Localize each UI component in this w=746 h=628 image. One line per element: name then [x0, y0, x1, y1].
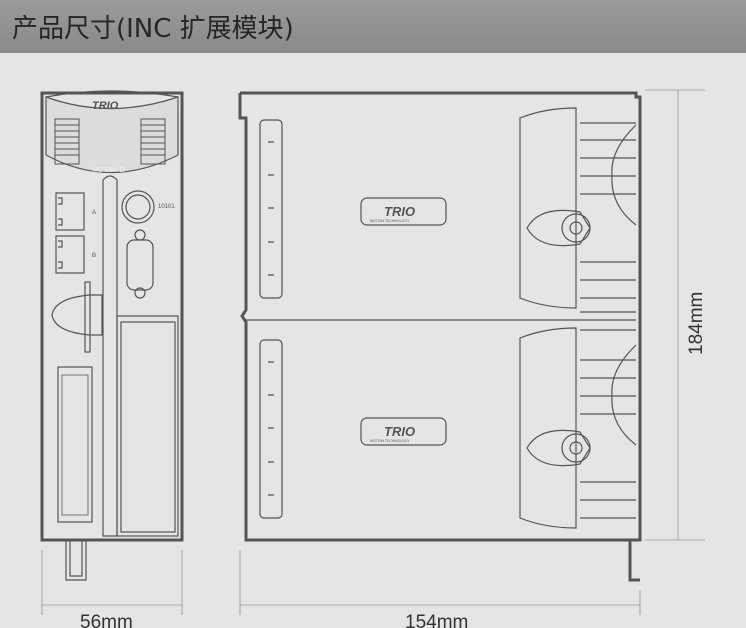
width-front-dimension: 56mm	[80, 612, 133, 628]
side-brand-logo-bottom: TRIO	[384, 424, 415, 439]
side-tagline-bottom: MOTION TECHNOLOGY	[370, 439, 410, 443]
side-brand-logo-top: TRIO	[384, 204, 415, 219]
model-label: MC E64-Ω	[92, 167, 125, 174]
front-view	[40, 90, 184, 581]
port-b-label: B	[92, 253, 96, 259]
page-title: 产品尺寸(INC 扩展模块)	[12, 14, 294, 44]
front-brand-logo: TRIO	[92, 100, 119, 112]
side-view	[238, 91, 642, 582]
side-tagline-top: MOTION TECHNOLOGY	[370, 219, 410, 223]
port-a-label: A	[92, 210, 96, 216]
width-side-dimension: 154mm	[405, 612, 468, 628]
height-dimension: 184mm	[686, 292, 707, 355]
header-bar: 产品尺寸(INC 扩展模块)	[0, 0, 746, 53]
connector-label: 10101	[158, 204, 175, 210]
dimension-lines	[41, 89, 705, 615]
